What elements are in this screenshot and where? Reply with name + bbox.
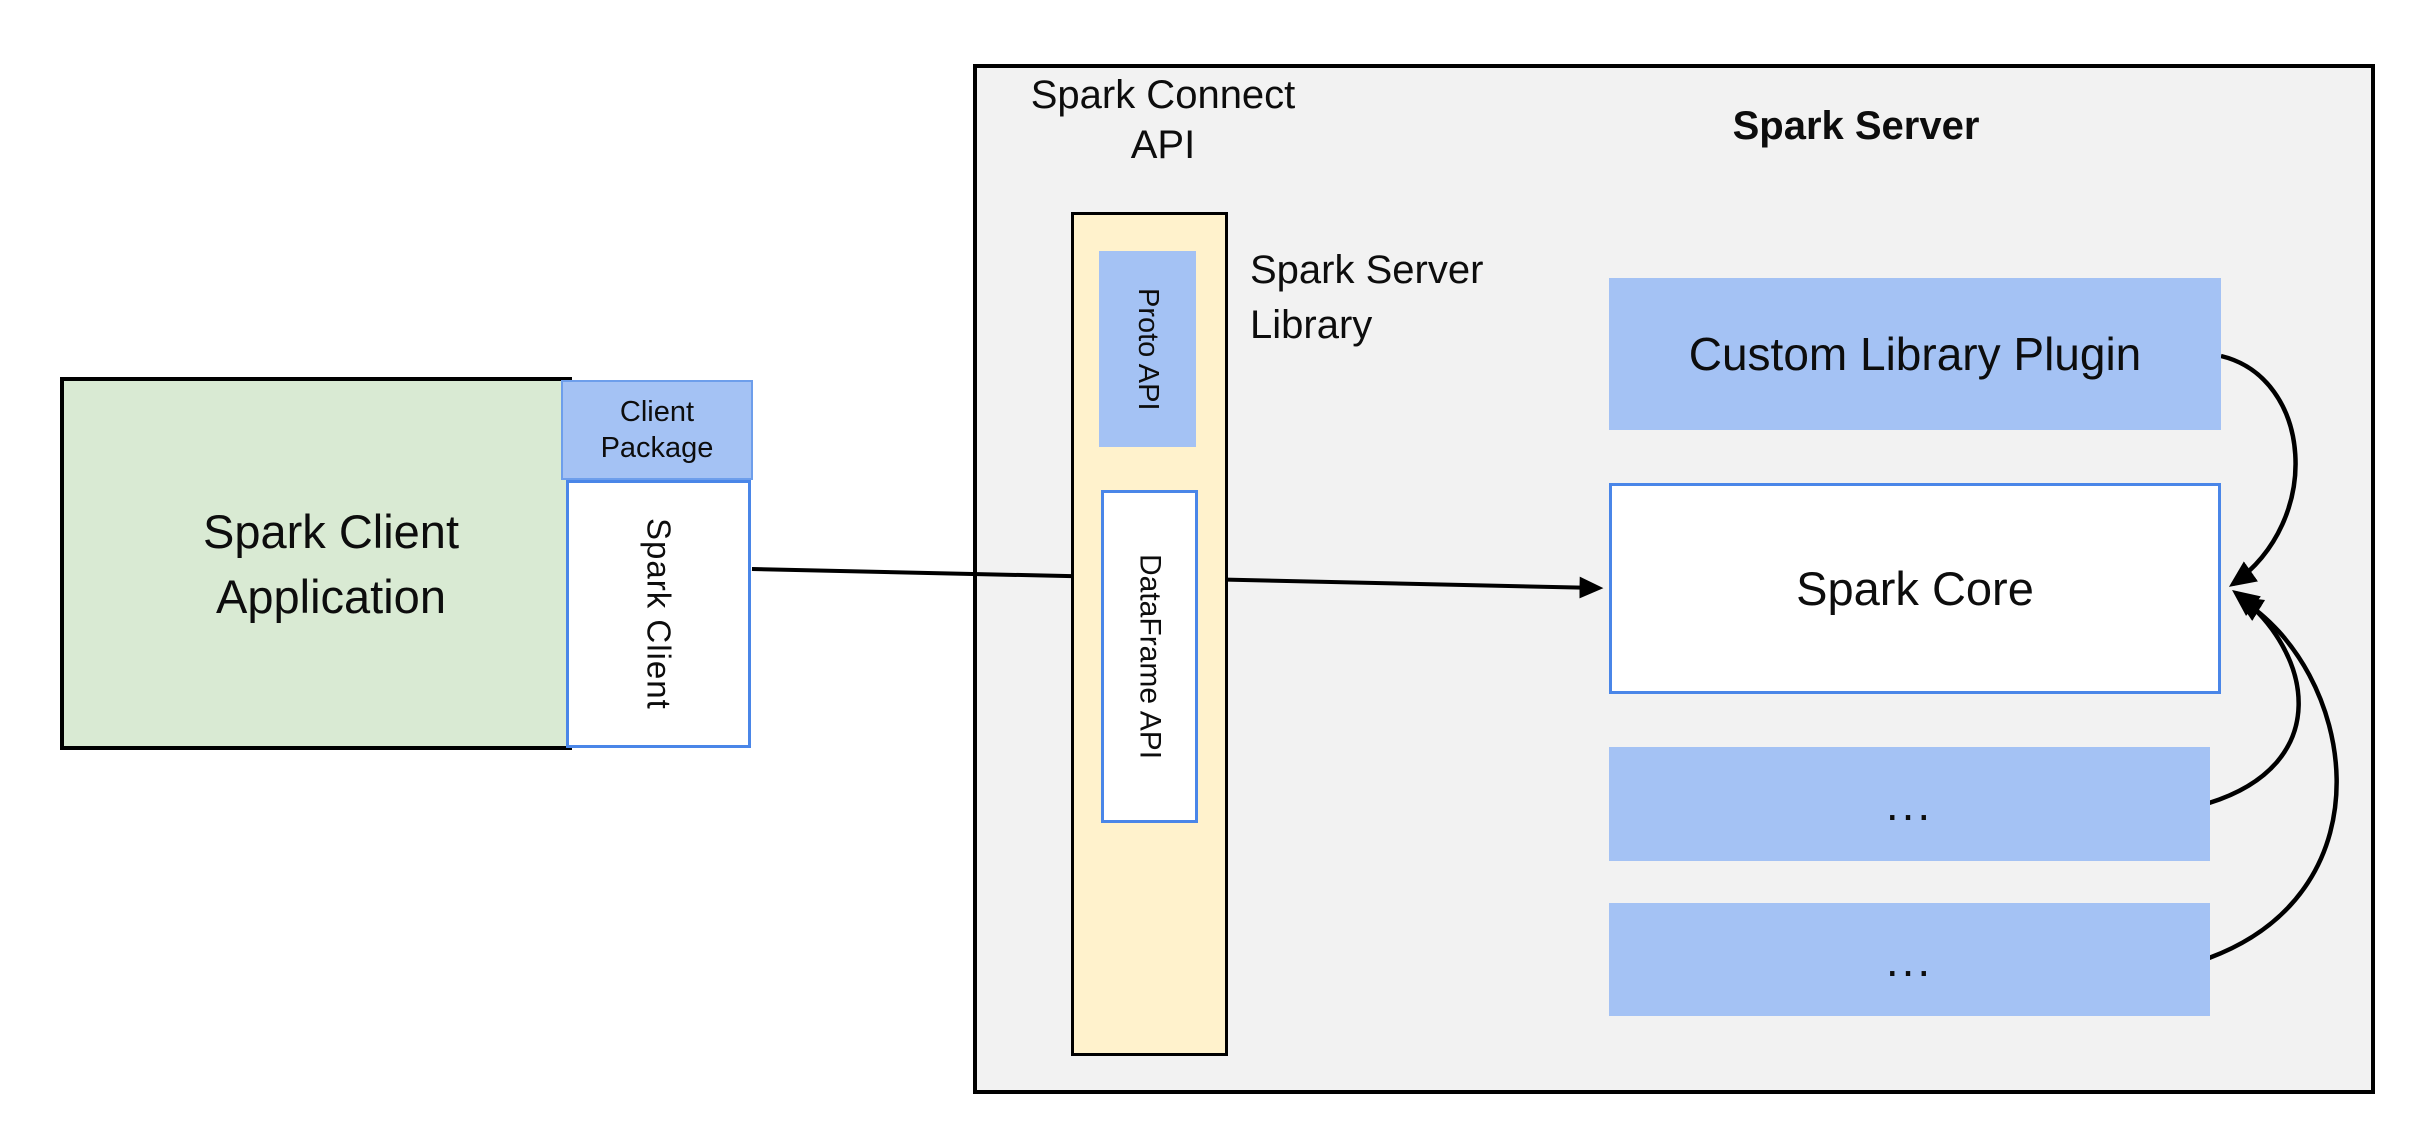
plugin-slot-2-label: ... (1885, 933, 1934, 986)
spark-core-label: Spark Core (1796, 562, 2034, 615)
plugin-slot-1-box: ... (1609, 747, 2210, 861)
dataframe-api-label: DataFrame API (1133, 553, 1167, 760)
spark-client-application-label-line2: Application (216, 569, 446, 623)
spark-server-title: Spark Server (1732, 104, 1980, 148)
dataframe-api-box: DataFrame API (1101, 490, 1198, 823)
spark-server-library-label: Spark Server Library (1250, 243, 1670, 353)
client-package-box: Client Package (561, 380, 753, 480)
client-package-label-line1: Client (619, 396, 695, 428)
client-package-label-line2: Package (600, 432, 714, 464)
spark-connect-api-label-line1: Spark Connect (1030, 73, 1296, 117)
spark-server-library-label-line1: Spark Server (1250, 248, 1484, 292)
spark-client-box: Spark Client (566, 480, 751, 748)
proto-api-box: Proto API (1099, 251, 1196, 447)
spark-client-application-box: Spark Client Application (60, 377, 572, 750)
spark-server-library-label-line2: Library (1250, 303, 1373, 347)
plugin-slot-1-label: ... (1885, 778, 1934, 830)
spark-client-label: Spark Client (640, 518, 678, 710)
proto-api-label: Proto API (1132, 287, 1164, 411)
plugin-slot-2-box: ... (1609, 903, 2210, 1016)
spark-connect-api-label: Spark Connect API (978, 70, 1348, 170)
custom-library-plugin-box: Custom Library Plugin (1609, 278, 2221, 430)
spark-connect-api-label-line2: API (1130, 123, 1196, 167)
spark-client-application-label-line1: Spark Client (203, 504, 459, 558)
custom-library-plugin-label: Custom Library Plugin (1688, 328, 2142, 380)
spark-core-box: Spark Core (1609, 483, 2221, 694)
